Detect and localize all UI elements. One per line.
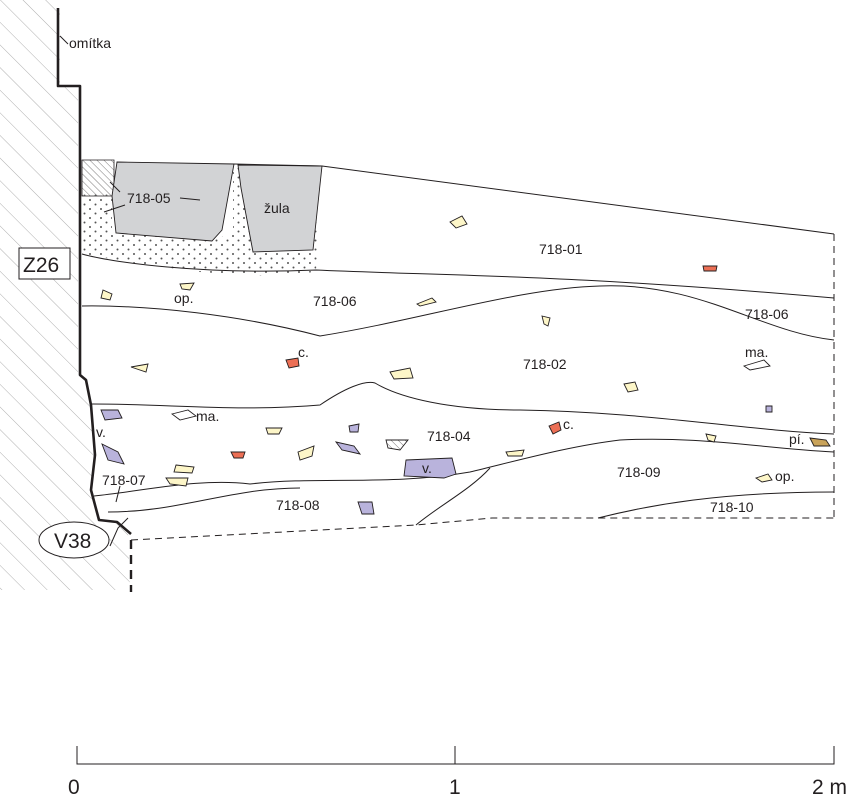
label-c-1: c. bbox=[298, 344, 309, 360]
label-z26: Z26 bbox=[23, 254, 59, 277]
label-plaster: omítka bbox=[69, 35, 111, 51]
label-op-2: op. bbox=[775, 468, 794, 484]
label-718-09: 718-09 bbox=[617, 464, 661, 480]
inclusion-labels: op. op. c. c. ma. ma. v. v. pí. bbox=[96, 290, 805, 484]
label-op-1: op. bbox=[174, 290, 193, 306]
label-718-04: 718-04 bbox=[427, 428, 471, 444]
leader-lines bbox=[59, 35, 201, 547]
mortar-hatch-block bbox=[81, 159, 115, 197]
label-v-1: v. bbox=[96, 424, 106, 440]
label-718-06-right: 718-06 bbox=[745, 306, 789, 322]
foundation-label-v38: V38 bbox=[38, 521, 110, 559]
scale-bar: 0 1 2 m bbox=[68, 746, 847, 799]
wall-label-z26: Z26 bbox=[18, 247, 71, 280]
scale-tick-0: 0 bbox=[68, 776, 80, 799]
label-pi-1: pí. bbox=[789, 431, 805, 447]
scale-tick-2m: 2 m bbox=[812, 776, 847, 799]
wall-hatching bbox=[0, 0, 130, 590]
layer-labels: 718-01 718-02 718-04 718-05 718-06 718-0… bbox=[102, 190, 789, 515]
layer-718-05-fill bbox=[82, 166, 320, 276]
label-c-2: c. bbox=[563, 416, 574, 432]
inclusions-ma bbox=[170, 359, 771, 451]
section-bottom-edge bbox=[130, 517, 834, 541]
inclusions-op bbox=[100, 215, 773, 487]
inclusions-v bbox=[100, 405, 773, 515]
label-718-05: 718-05 bbox=[127, 190, 171, 206]
label-718-10: 718-10 bbox=[710, 499, 754, 515]
label-granite: žula bbox=[264, 200, 290, 216]
inclusion-pi bbox=[809, 437, 831, 447]
wall-face-line bbox=[56, 8, 132, 535]
label-718-07: 718-07 bbox=[102, 472, 146, 488]
label-718-06-left: 718-06 bbox=[313, 293, 357, 309]
label-ma-1: ma. bbox=[196, 408, 219, 424]
label-ma-2: ma. bbox=[745, 344, 768, 360]
label-718-01: 718-01 bbox=[539, 241, 583, 257]
label-v38: V38 bbox=[54, 530, 91, 553]
label-718-02: 718-02 bbox=[523, 356, 567, 372]
inclusions-c bbox=[230, 265, 718, 459]
label-718-08: 718-08 bbox=[276, 497, 320, 513]
label-v-2: v. bbox=[422, 460, 432, 476]
layer-boundaries bbox=[81, 163, 835, 526]
scale-tick-1: 1 bbox=[449, 776, 461, 799]
